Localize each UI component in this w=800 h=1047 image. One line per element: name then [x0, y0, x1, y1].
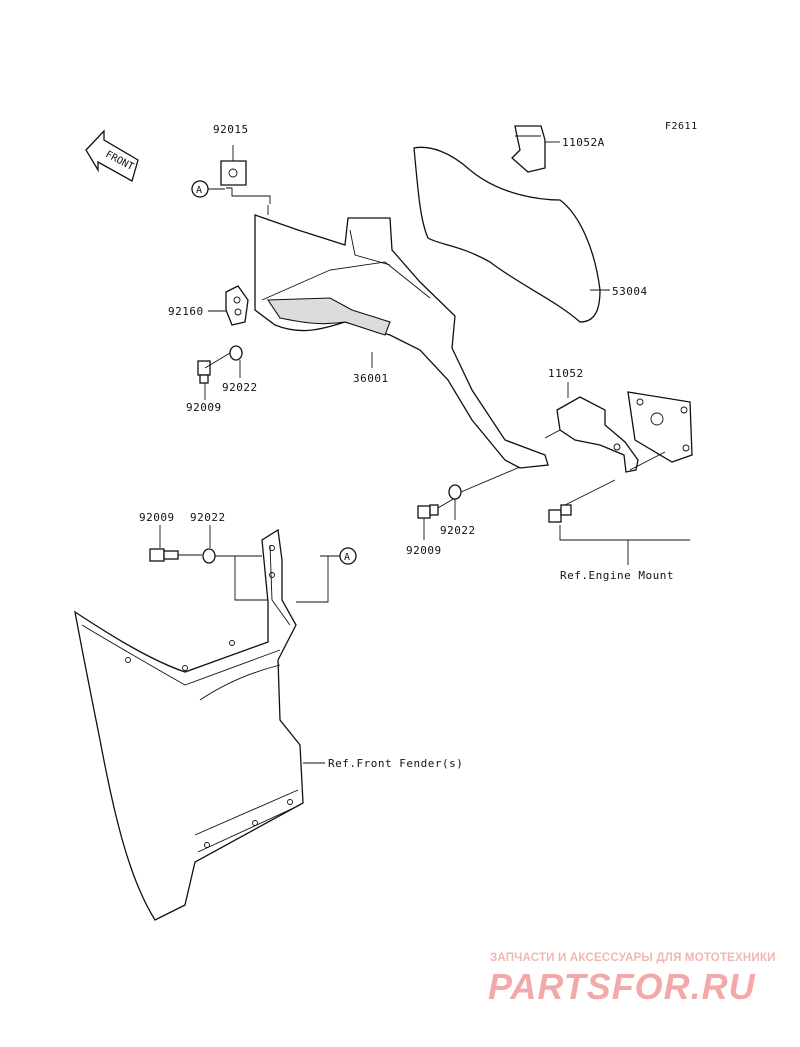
- ref-front-fender[interactable]: Ref.Front Fender(s): [328, 757, 464, 770]
- watermark-tagline: ЗАПЧАСТИ И АКСЕССУАРЫ ДЛЯ МОТОТЕХНИКИ: [490, 952, 776, 964]
- front-fender: [74, 528, 304, 921]
- connector-a-low: A: [339, 547, 357, 565]
- callout-53004[interactable]: 53004: [612, 285, 648, 298]
- svg-text:A: A: [344, 552, 350, 563]
- washer-92022-top: [229, 345, 243, 378]
- watermark-logo: PARTSFOR.RU: [488, 966, 756, 1007]
- figure-code: F2611: [665, 121, 698, 132]
- ref-engine-mount[interactable]: Ref.Engine Mount: [560, 569, 674, 582]
- screw-92009-top: [197, 352, 231, 384]
- callout-92009-top[interactable]: 92009: [186, 401, 222, 414]
- grommet-92160: [225, 285, 249, 326]
- callout-92009-mid[interactable]: 92009: [406, 544, 442, 557]
- connector-a-top: A: [191, 180, 209, 198]
- callout-92015[interactable]: 92015: [213, 123, 249, 136]
- callout-92160[interactable]: 92160: [168, 305, 204, 318]
- bracket-11052A: [511, 125, 546, 173]
- callout-92022-low[interactable]: 92022: [190, 511, 226, 524]
- callout-11052A[interactable]: 11052A: [562, 136, 605, 149]
- clip-92015: [220, 160, 271, 204]
- callout-11052[interactable]: 11052: [548, 367, 584, 380]
- cover-36001: [254, 205, 549, 469]
- panel-53004: [413, 146, 601, 323]
- front-arrow-icon: FRONT: [85, 129, 139, 182]
- callout-92009-low[interactable]: 92009: [139, 511, 175, 524]
- svg-text:A: A: [196, 185, 202, 196]
- screw-92009-low: [149, 548, 202, 562]
- washer-92022-mid: [448, 466, 521, 520]
- callout-92022-top[interactable]: 92022: [222, 381, 258, 394]
- callout-36001[interactable]: 36001: [353, 372, 389, 385]
- bolt-engine-mount: [548, 479, 690, 565]
- washer-92022-low: [202, 548, 262, 564]
- screw-92009-mid: [417, 497, 456, 519]
- bracket-11052: [544, 391, 693, 473]
- callout-92022-mid[interactable]: 92022: [440, 524, 476, 537]
